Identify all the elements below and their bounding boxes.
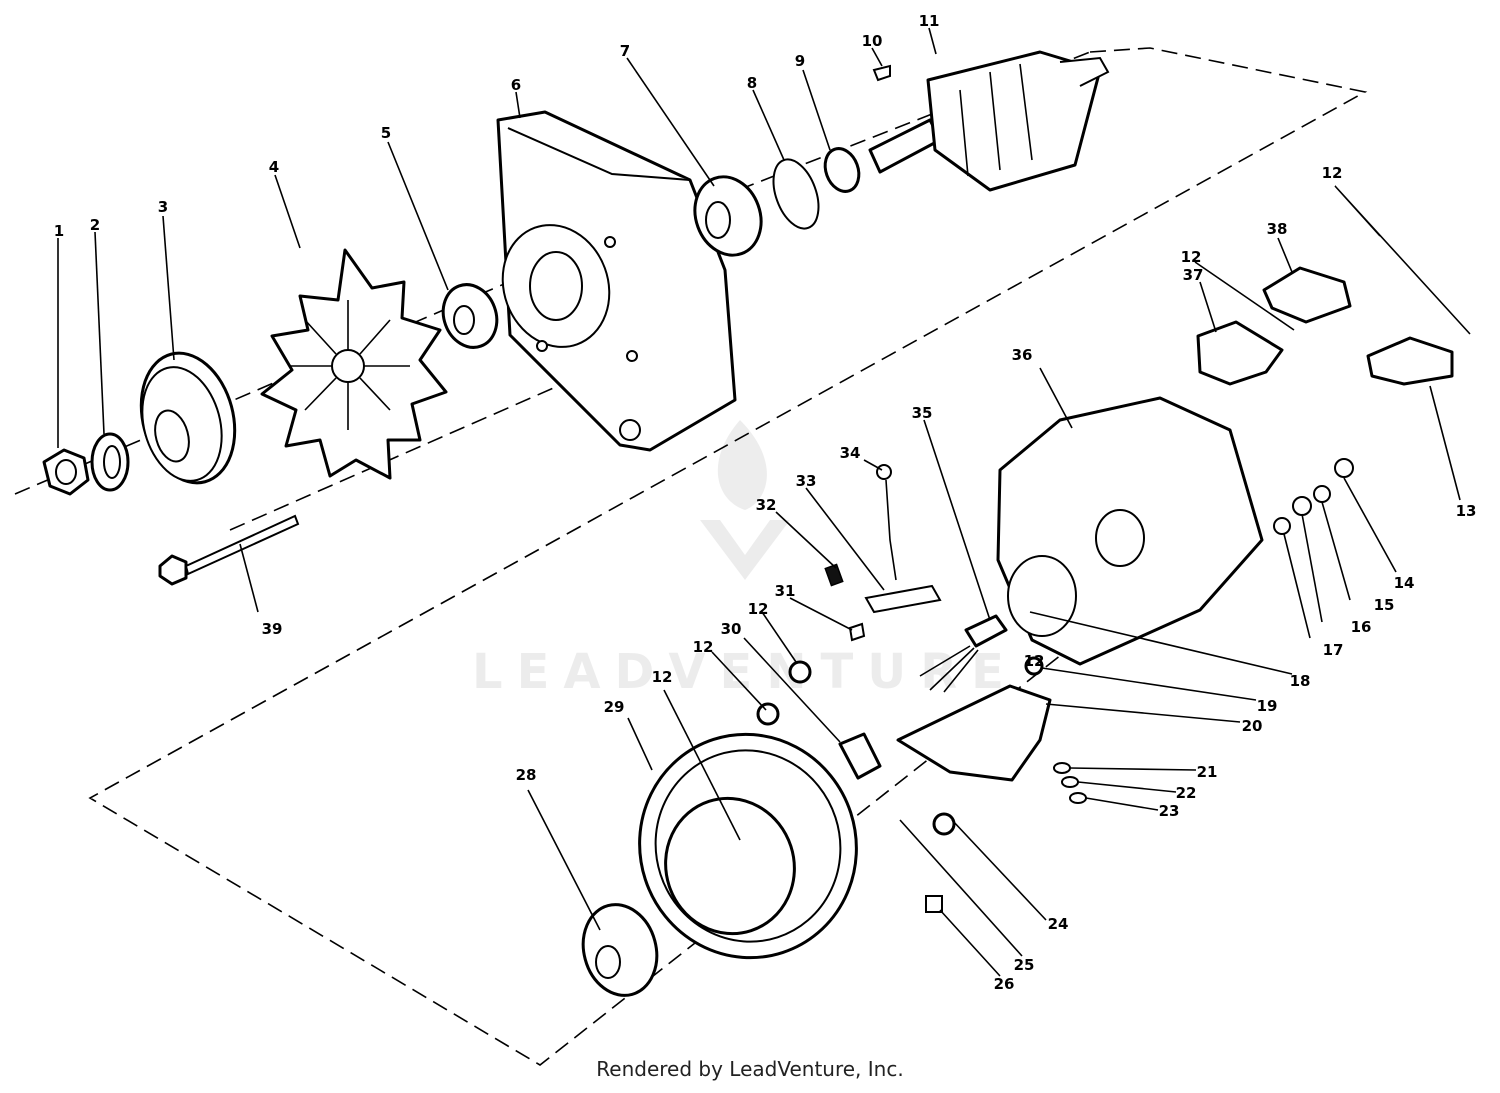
label-19: 19 [1257, 697, 1278, 715]
label-34: 34 [840, 444, 861, 462]
rear-bearing-part [581, 903, 659, 997]
label-5: 5 [381, 124, 391, 142]
label-36: 36 [1012, 346, 1033, 364]
leader-lines [57, 27, 1471, 977]
label-11: 11 [919, 12, 940, 30]
washer-stack-parts [1273, 458, 1354, 535]
bearing-part [693, 175, 763, 257]
label-13: 13 [1456, 502, 1477, 520]
label-24: 24 [1048, 915, 1069, 933]
label-4: 4 [269, 158, 279, 176]
label-14: 14 [1394, 574, 1415, 592]
woodruff-key-part [872, 64, 891, 82]
label-33: 33 [796, 472, 817, 490]
label-12-d: 12 [693, 638, 714, 656]
watermark-logo [700, 420, 790, 580]
label-8: 8 [747, 74, 757, 92]
footer-credit: Rendered by LeadVenture, Inc. [596, 1057, 904, 1081]
spacer-part [441, 283, 499, 349]
label-9: 9 [795, 52, 805, 70]
washer-part [90, 432, 130, 492]
terminal-cover-part [1366, 336, 1454, 386]
label-18: 18 [1290, 672, 1311, 690]
label-21: 21 [1197, 763, 1218, 781]
label-38: 38 [1267, 220, 1288, 238]
label-31: 31 [775, 582, 796, 600]
capacitor-part [838, 732, 882, 780]
label-39: 39 [262, 620, 283, 638]
snap-ring-part [772, 158, 820, 230]
rotor-part [868, 50, 1110, 192]
label-32: 32 [756, 496, 777, 514]
fan-part [260, 248, 448, 480]
rectifier-part [896, 684, 1052, 782]
label-15: 15 [1374, 596, 1395, 614]
rear-housing-part [996, 396, 1264, 666]
label-23: 23 [1159, 802, 1180, 820]
retainer-ring-part [823, 147, 861, 193]
label-12-e: 12 [652, 668, 673, 686]
screw-parts [756, 656, 1044, 836]
insulator-part [925, 895, 943, 913]
nut-part [42, 448, 90, 496]
label-37: 37 [1183, 266, 1204, 284]
label-12-f: 12 [1024, 652, 1045, 670]
front-housing-part [496, 110, 737, 452]
label-25: 25 [1014, 956, 1035, 974]
regulator-part [1196, 320, 1284, 386]
pulley-part [139, 351, 237, 485]
label-17: 17 [1323, 641, 1344, 659]
label-35: 35 [912, 404, 933, 422]
label-1: 1 [54, 222, 64, 240]
label-3: 3 [158, 198, 168, 216]
label-7: 7 [620, 42, 630, 60]
part-number-labels: 1 2 3 4 5 6 7 8 9 10 11 12 12 12 12 12 1… [54, 12, 1477, 993]
label-2: 2 [90, 216, 100, 234]
label-12-b: 12 [1181, 248, 1202, 266]
label-29: 29 [604, 698, 625, 716]
brush-holder-parts [824, 464, 1008, 693]
label-6: 6 [511, 76, 521, 94]
label-30: 30 [721, 620, 742, 638]
brush-cover-part [1262, 266, 1352, 324]
watermark-text: LEADVENTURE [472, 644, 1018, 700]
label-26: 26 [994, 975, 1015, 993]
terminal-hardware-parts [1053, 762, 1087, 804]
label-12-c: 12 [748, 600, 769, 618]
label-22: 22 [1176, 784, 1197, 802]
label-20: 20 [1242, 717, 1263, 735]
label-12-a: 12 [1322, 164, 1343, 182]
through-bolt-part [158, 514, 300, 586]
label-16: 16 [1351, 618, 1372, 636]
label-28: 28 [516, 766, 537, 784]
stator-part [638, 732, 858, 960]
label-10: 10 [862, 32, 883, 50]
